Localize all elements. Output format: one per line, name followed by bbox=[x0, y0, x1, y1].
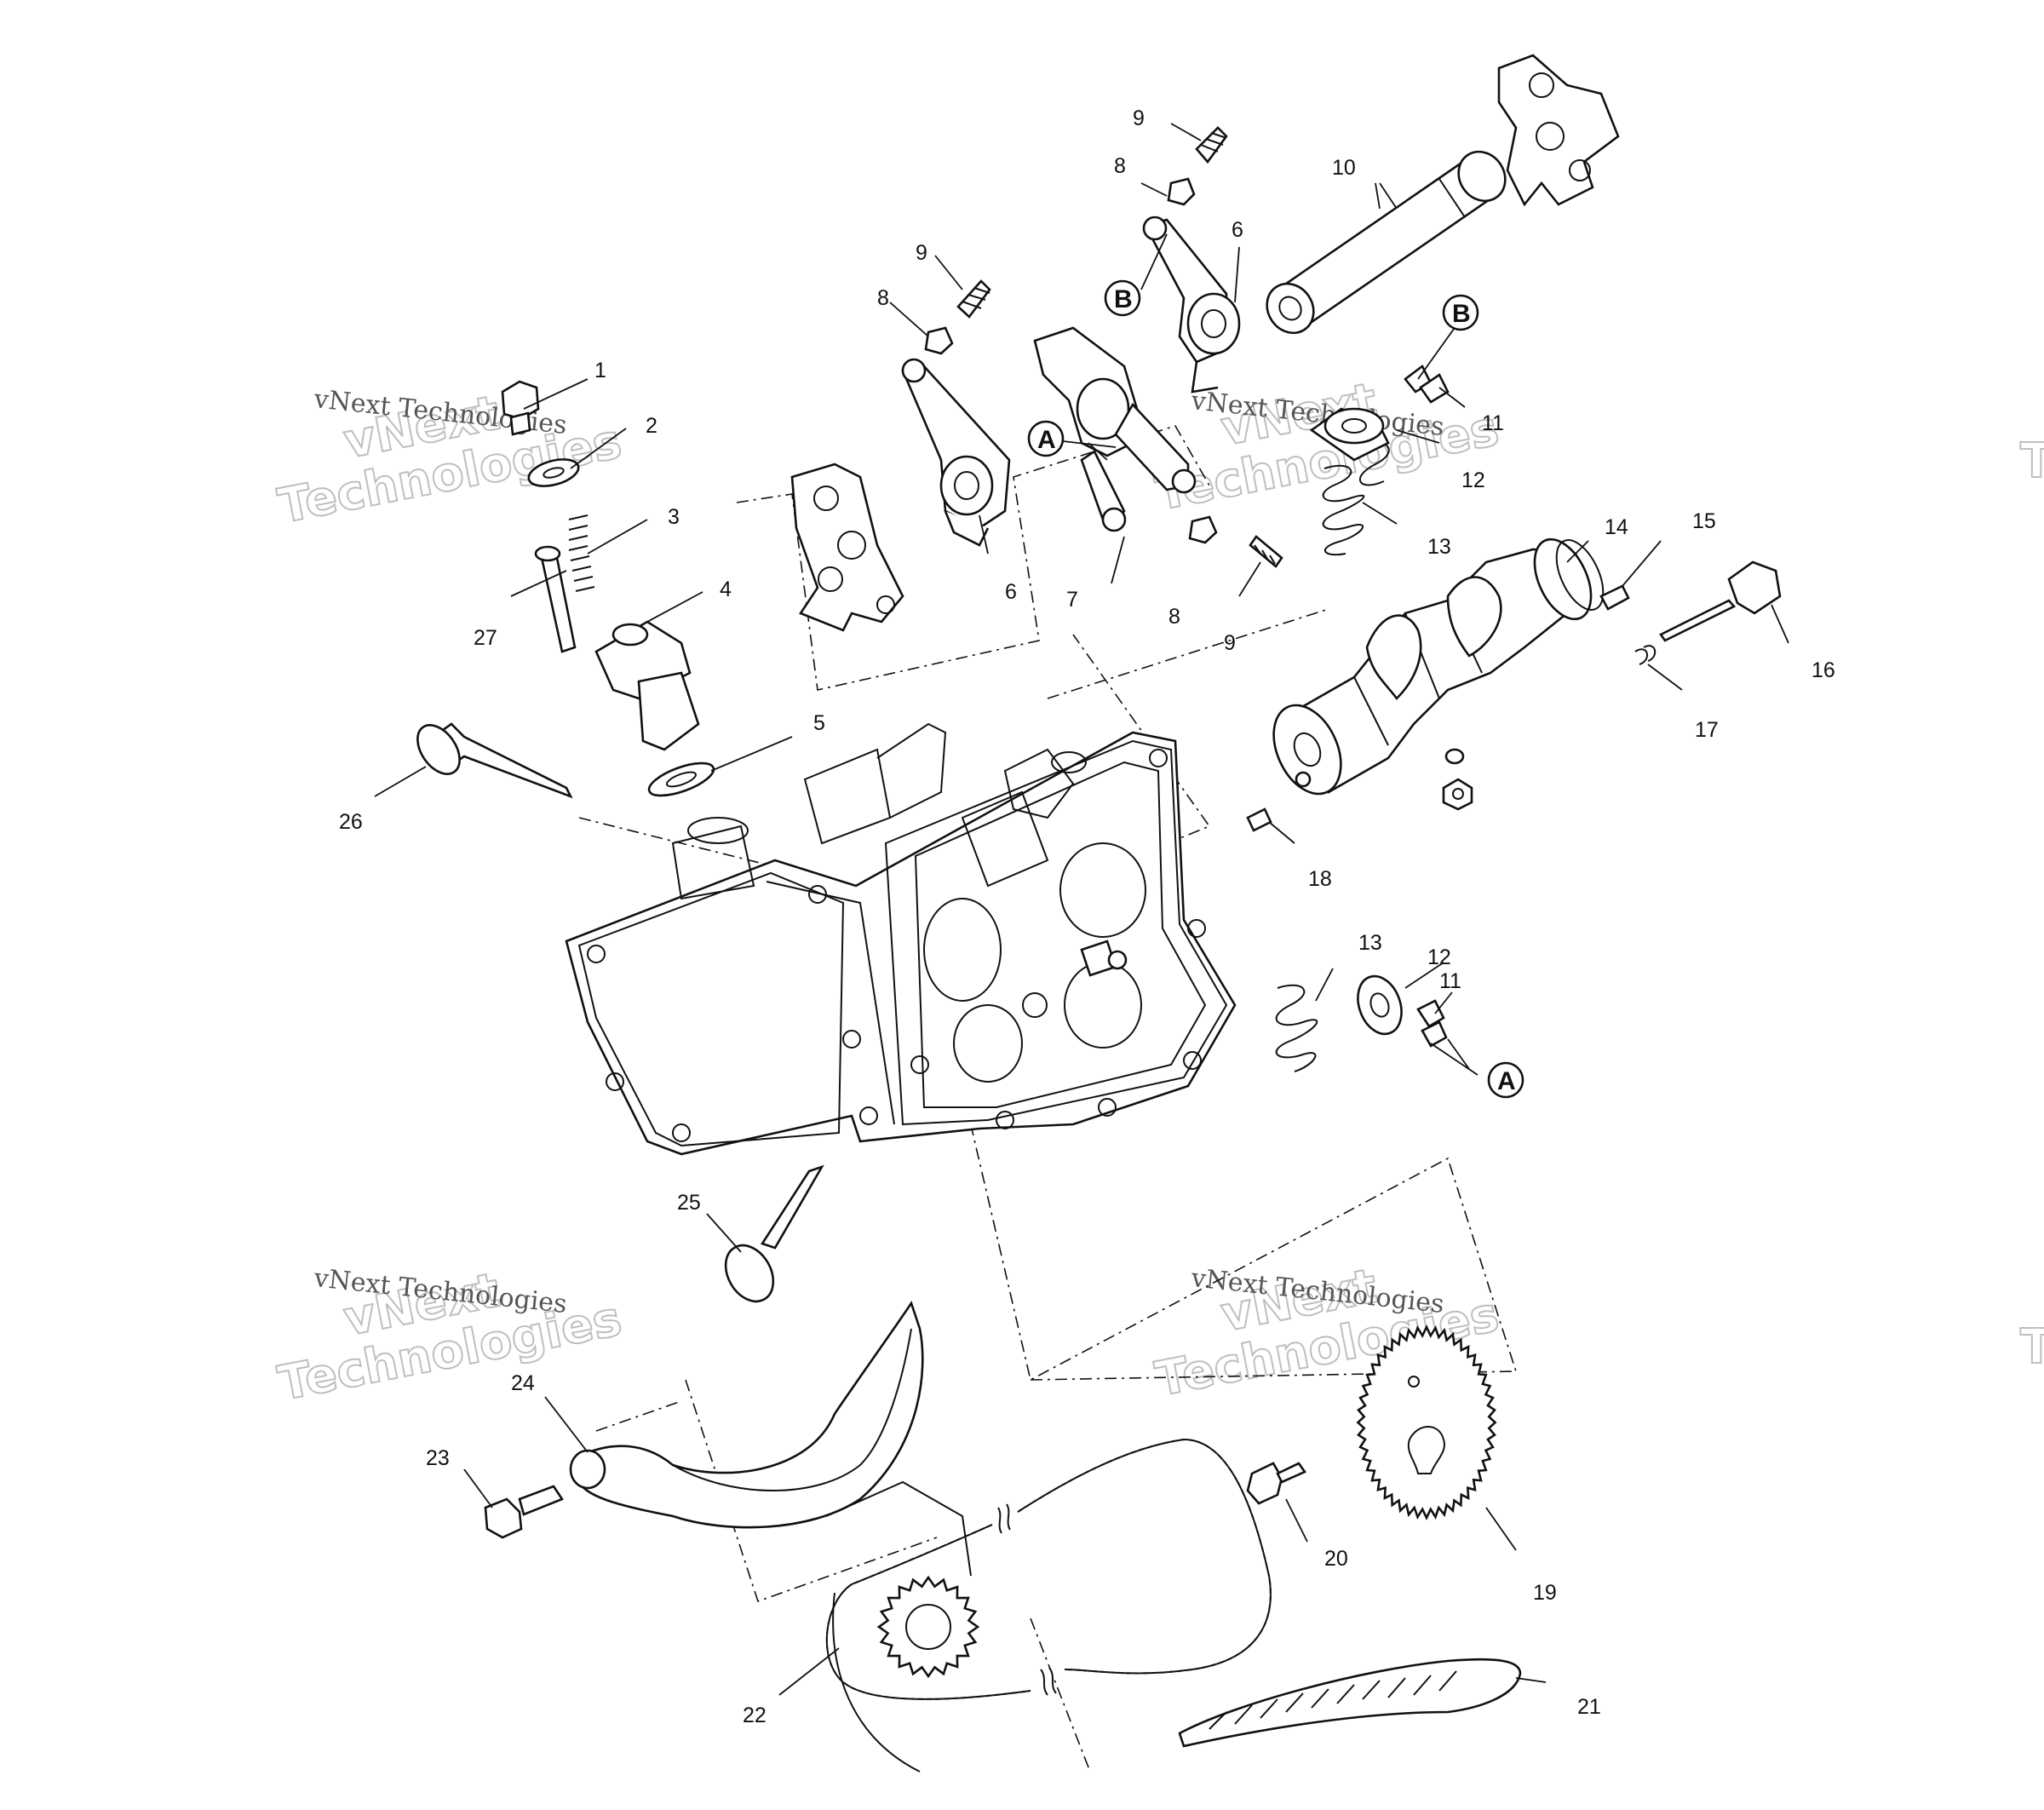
cam-chain bbox=[825, 1438, 1272, 1773]
callout-label: 8 bbox=[1168, 605, 1180, 629]
callout-label: 22 bbox=[743, 1704, 766, 1727]
callout-label: 15 bbox=[1692, 509, 1716, 533]
callout-label: 10 bbox=[1332, 156, 1356, 180]
camshaft-small-parts bbox=[1246, 560, 1782, 832]
callout-label: 23 bbox=[426, 1446, 450, 1470]
adjusters-and-nuts bbox=[924, 126, 1283, 568]
reference-mark-circles bbox=[1027, 279, 1524, 1099]
callout-label: 17 bbox=[1695, 718, 1719, 742]
callout-label: 5 bbox=[813, 711, 825, 735]
rocker-arm-7 bbox=[1033, 326, 1197, 532]
valve-train-left bbox=[416, 380, 715, 799]
callout-label: 25 bbox=[677, 1191, 701, 1215]
reference-mark-a: A bbox=[1037, 426, 1056, 454]
callout-label: 19 bbox=[1533, 1581, 1557, 1605]
callout-label: 14 bbox=[1605, 515, 1628, 539]
exhaust-valve bbox=[724, 1164, 824, 1303]
callout-label: 9 bbox=[1224, 631, 1236, 655]
watermark-edge: T bbox=[2020, 1319, 2044, 1375]
callout-label: 8 bbox=[1114, 154, 1126, 178]
callout-label: 18 bbox=[1308, 867, 1332, 891]
tensioner-blade bbox=[1178, 1658, 1522, 1748]
upper-valve-spring bbox=[1309, 365, 1450, 556]
rocker-arm-6-left bbox=[901, 358, 1011, 547]
callout-label: 9 bbox=[1133, 106, 1145, 130]
callout-label: 2 bbox=[646, 414, 657, 438]
callout-label: 24 bbox=[511, 1371, 535, 1395]
rocker-arm-6-right bbox=[1142, 215, 1241, 394]
callout-label: 12 bbox=[1427, 945, 1451, 969]
reference-mark-b: B bbox=[1452, 300, 1471, 328]
reference-mark-labels: A A B B bbox=[1037, 285, 1516, 1095]
callout-label: 13 bbox=[1358, 931, 1382, 955]
callout-label: 27 bbox=[474, 626, 497, 650]
callout-label: 9 bbox=[916, 241, 927, 265]
callout-label: 26 bbox=[339, 810, 363, 834]
callout-label: 6 bbox=[1005, 580, 1017, 604]
lower-valve-spring bbox=[1275, 974, 1448, 1072]
camshaft bbox=[1272, 537, 1605, 811]
callout-label: 13 bbox=[1427, 535, 1451, 559]
reference-mark-a: A bbox=[1497, 1067, 1516, 1095]
callout-label: 8 bbox=[877, 286, 889, 310]
callout-label: 6 bbox=[1232, 218, 1243, 242]
callout-label: 7 bbox=[1066, 588, 1078, 612]
assembly-lines bbox=[578, 425, 1518, 1773]
callout-labels: 1 2 3 4 5 6 6 7 8 8 8 9 9 9 10 11 11 12 … bbox=[339, 106, 1835, 1727]
leader-lines bbox=[374, 123, 1789, 1696]
cam-sprocket bbox=[1246, 1324, 1497, 1521]
callout-label: 11 bbox=[1439, 969, 1461, 993]
callout-label: 11 bbox=[1482, 411, 1504, 435]
rocker-support-left bbox=[790, 463, 904, 632]
callout-label: 4 bbox=[720, 577, 732, 601]
callout-label: 1 bbox=[594, 359, 606, 382]
chain-guide bbox=[484, 1301, 924, 1539]
rocker-shaft bbox=[1266, 150, 1507, 335]
reference-mark-b: B bbox=[1114, 285, 1133, 313]
callout-label: 20 bbox=[1324, 1547, 1348, 1571]
cylinder-head bbox=[565, 722, 1237, 1156]
callout-label: 12 bbox=[1461, 468, 1485, 492]
callout-label: 21 bbox=[1577, 1695, 1601, 1719]
callout-label: 16 bbox=[1811, 658, 1835, 682]
callout-label: 3 bbox=[668, 505, 680, 529]
rocker-support-right bbox=[1497, 54, 1620, 207]
watermark-edge: T bbox=[2020, 434, 2044, 489]
